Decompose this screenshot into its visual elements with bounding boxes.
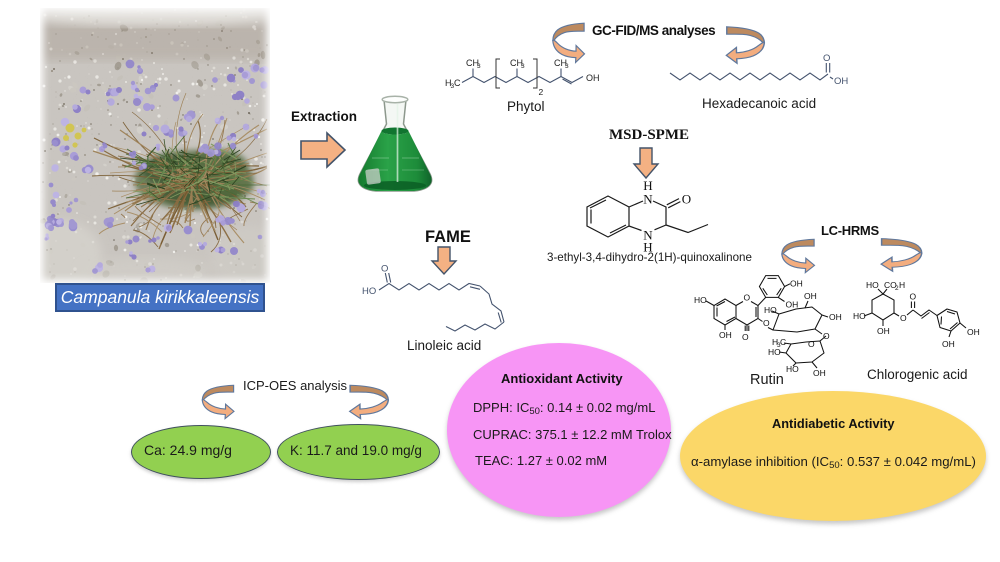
svg-text:O: O xyxy=(682,192,691,207)
svg-text:HO: HO xyxy=(694,295,707,305)
svg-text:OH: OH xyxy=(942,339,955,349)
svg-text:H: H xyxy=(643,240,652,255)
svg-text:O: O xyxy=(808,339,815,349)
svg-text:H: H xyxy=(899,280,905,290)
svg-text:HO: HO xyxy=(768,347,781,357)
svg-text:CH: CH xyxy=(554,58,567,68)
svg-text:OH: OH xyxy=(790,279,803,289)
svg-text:OH: OH xyxy=(834,76,848,87)
svg-text:HO: HO xyxy=(764,305,777,315)
svg-text:2: 2 xyxy=(895,285,899,292)
svg-text:H: H xyxy=(445,78,452,88)
svg-text:3: 3 xyxy=(521,63,525,70)
svg-text:OH: OH xyxy=(719,330,732,340)
svg-text:OH: OH xyxy=(786,300,799,310)
svg-text:3: 3 xyxy=(477,63,481,70)
svg-text:HO: HO xyxy=(786,364,799,374)
svg-text:O: O xyxy=(900,313,907,323)
svg-text:3: 3 xyxy=(565,63,569,70)
svg-text:OH: OH xyxy=(804,291,817,301)
svg-text:C: C xyxy=(454,78,461,88)
svg-text:2: 2 xyxy=(539,87,544,97)
svg-text:OH: OH xyxy=(813,368,826,378)
svg-text:CH: CH xyxy=(466,58,479,68)
svg-text:CO: CO xyxy=(884,280,897,290)
svg-text:O: O xyxy=(823,331,830,341)
svg-text:O: O xyxy=(763,318,770,328)
svg-text:O: O xyxy=(744,293,751,303)
svg-text:3: 3 xyxy=(777,342,781,349)
svg-text:C: C xyxy=(780,337,786,347)
svg-text:OH: OH xyxy=(877,326,890,336)
svg-text:N: N xyxy=(643,228,653,243)
svg-text:O: O xyxy=(910,292,917,302)
svg-text:CH: CH xyxy=(510,58,523,68)
svg-text:HO: HO xyxy=(866,280,879,290)
svg-text:H: H xyxy=(643,178,652,193)
svg-text:O: O xyxy=(381,264,388,275)
svg-text:O: O xyxy=(823,53,830,64)
svg-text:OH: OH xyxy=(967,327,980,337)
svg-text:O: O xyxy=(742,332,749,342)
svg-text:H: H xyxy=(772,337,778,347)
svg-text:OH: OH xyxy=(829,312,842,322)
svg-text:3: 3 xyxy=(451,83,455,90)
svg-text:OH: OH xyxy=(586,73,600,83)
svg-text:HO: HO xyxy=(362,286,376,297)
svg-text:N: N xyxy=(643,192,653,207)
svg-text:HO: HO xyxy=(853,311,866,321)
